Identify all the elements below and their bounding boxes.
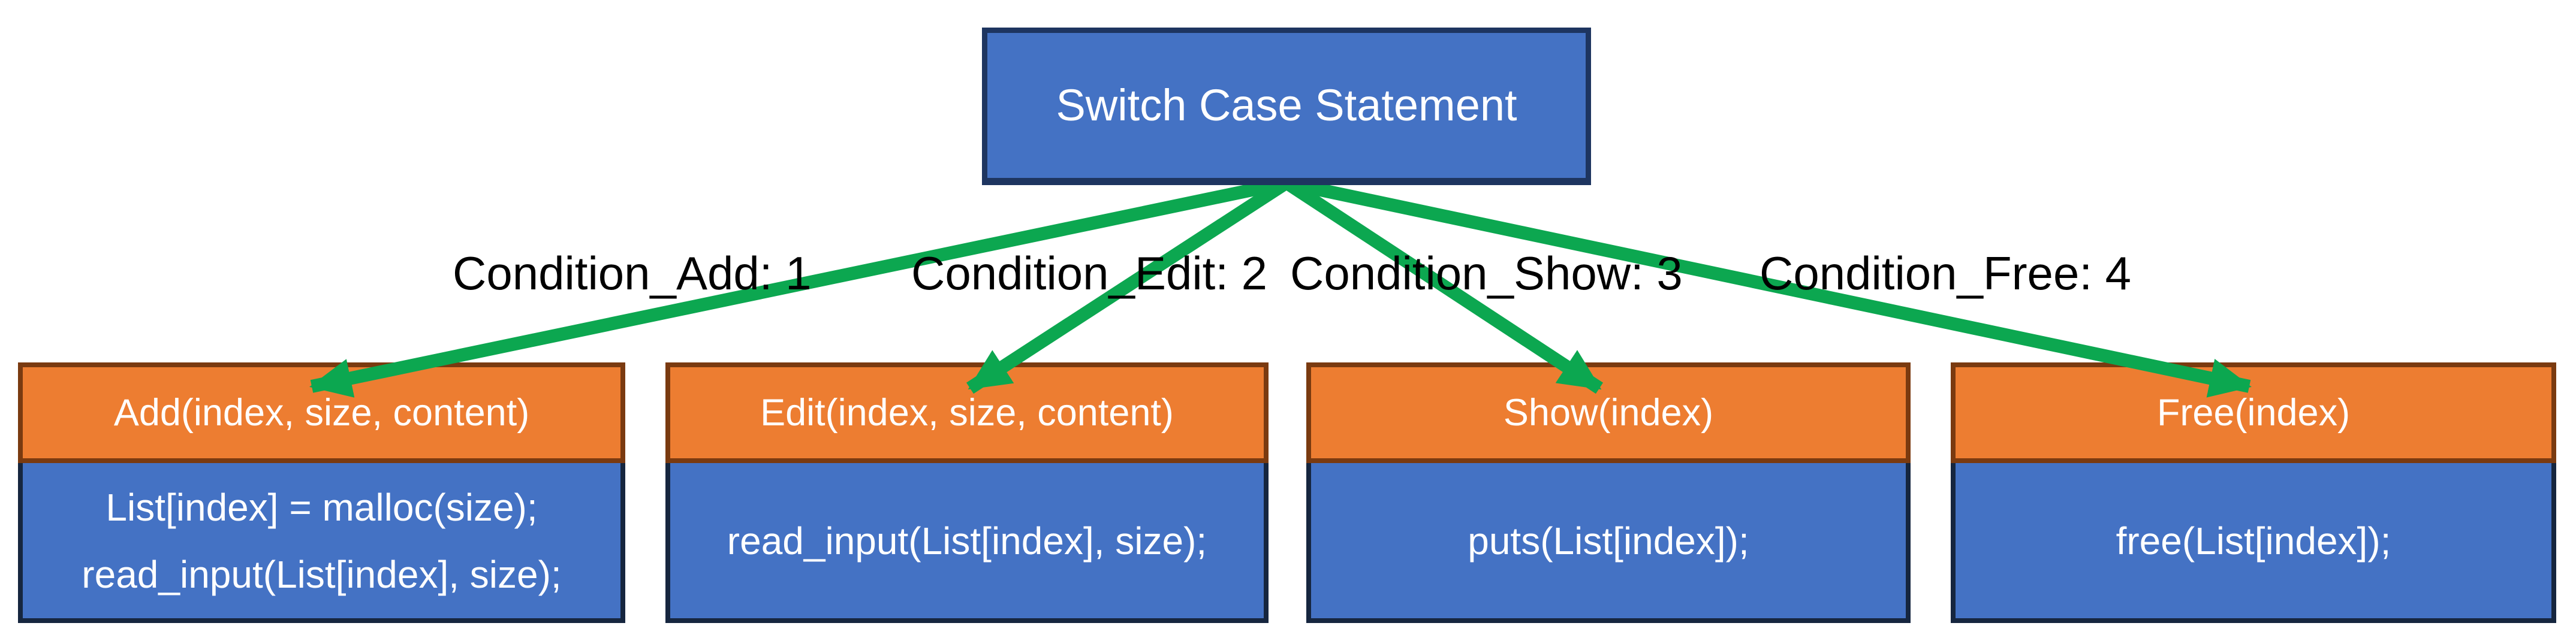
case-box-show: Show(index) puts(List[index]); <box>1306 362 1911 623</box>
root-node-label: Switch Case Statement <box>1056 80 1517 130</box>
condition-label-add: Condition_Add: 1 <box>453 247 812 300</box>
case-box-edit: Edit(index, size, content) read_input(Li… <box>665 362 1269 623</box>
case-body-line: free(List[index]); <box>2116 519 2391 563</box>
case-header-label: Add(index, size, content) <box>113 391 530 434</box>
case-header-edit: Edit(index, size, content) <box>665 362 1269 463</box>
case-header-show: Show(index) <box>1306 362 1911 463</box>
root-node-switch-case: Switch Case Statement <box>982 28 1591 185</box>
case-body-edit: read_input(List[index], size); <box>665 463 1269 623</box>
condition-label-edit: Condition_Edit: 2 <box>911 247 1268 300</box>
case-header-label: Show(index) <box>1503 391 1714 434</box>
case-body-free: free(List[index]); <box>1951 463 2556 623</box>
case-box-free: Free(index) free(List[index]); <box>1951 362 2556 623</box>
case-header-add: Add(index, size, content) <box>18 362 625 463</box>
case-header-label: Edit(index, size, content) <box>760 391 1174 434</box>
case-header-free: Free(index) <box>1951 362 2556 463</box>
case-body-line: puts(List[index]); <box>1468 519 1749 563</box>
case-box-add: Add(index, size, content) List[index] = … <box>18 362 625 623</box>
condition-label-free: Condition_Free: 4 <box>1759 247 2132 300</box>
case-body-show: puts(List[index]); <box>1306 463 1911 623</box>
condition-label-show: Condition_Show: 3 <box>1290 247 1683 300</box>
case-body-line: read_input(List[index], size); <box>727 519 1207 563</box>
case-body-add: List[index] = malloc(size); read_input(L… <box>18 463 625 623</box>
case-header-label: Free(index) <box>2156 391 2351 434</box>
case-body-line: List[index] = malloc(size); <box>106 485 538 529</box>
case-body-line: read_input(List[index], size); <box>82 552 562 596</box>
